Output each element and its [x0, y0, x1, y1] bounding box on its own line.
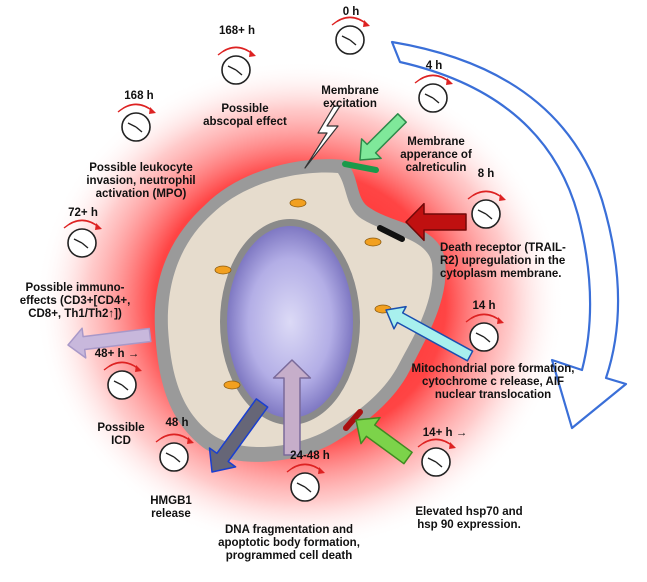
time-label: 48+ h →	[94, 348, 140, 360]
clock-icon	[414, 74, 453, 113]
immuno-effects-arrow	[67, 327, 152, 359]
dna-fragmentation-arrow	[272, 359, 312, 456]
event-description-line: Membrane	[407, 136, 465, 148]
time-label: 14+ h →	[422, 427, 468, 439]
process-arrows	[67, 113, 474, 473]
clocks	[63, 16, 506, 502]
event-description-line: Possible	[97, 422, 145, 434]
calreticulin-marker	[342, 161, 379, 173]
event-description-line: DNA fragmentation and	[225, 524, 353, 536]
event-description-line: cytochrome c release, AIF	[421, 376, 565, 388]
vesicle	[364, 237, 382, 247]
event-description-line: Possible immuno-	[25, 282, 125, 294]
event-description-line: apoptotic body formation,	[218, 537, 360, 549]
lightning-bolt-icon	[304, 105, 341, 169]
trail-receptor-arrow	[405, 202, 467, 242]
event-description-line: R2) upregulation in the	[440, 255, 566, 267]
event-description-line: Possible leukocyte	[89, 162, 193, 174]
clock-icon	[417, 438, 456, 477]
vesicles	[214, 198, 392, 390]
event-description-line: CD8+, Th1/Th2↑])	[28, 308, 122, 320]
nucleus	[227, 226, 353, 418]
time-label: 8 h	[477, 168, 495, 180]
event-description-line: Death receptor (TRAIL-	[440, 242, 566, 254]
clock-icon	[117, 103, 156, 142]
event-description-line: Possible	[221, 103, 269, 115]
time-label: 48 h	[165, 417, 189, 429]
event-description-line: effects (CD3+[CD4+,	[19, 295, 131, 307]
vesicle	[214, 265, 232, 275]
event-description-line: excitation	[323, 98, 377, 110]
time-label: 168 h	[124, 90, 154, 102]
event-description-line: cytoplasm membrane.	[440, 268, 562, 280]
time-label: 168+ h	[218, 25, 256, 37]
trail-receptor-marker	[377, 225, 405, 242]
vesicle	[223, 380, 241, 390]
mitochondrial-arrow	[385, 305, 474, 362]
event-description: Mitochondrial pore formation,cytochrome …	[388, 363, 598, 402]
calreticulin-arrow	[359, 113, 407, 161]
clock-icon	[467, 190, 506, 229]
event-description: Possible immuno-effects (CD3+[CD4+,CD8+,…	[0, 282, 150, 321]
time-label: 0 h	[342, 6, 360, 18]
clock-icon	[103, 361, 142, 400]
clock-icon	[155, 433, 194, 472]
clock-icon	[331, 16, 370, 55]
event-description-line: nuclear translocation	[434, 389, 552, 401]
hsp-arrow	[355, 416, 413, 465]
clock-icon	[286, 463, 325, 502]
event-description-line: Elevated hsp70 and	[415, 506, 523, 518]
event-description-line: ICD	[111, 435, 131, 447]
event-description-line: invasion, neutrophil	[86, 175, 196, 187]
time-label: 4 h	[425, 60, 443, 72]
event-description-line: abscopal effect	[203, 116, 287, 128]
time-label: 14 h	[472, 300, 496, 312]
event-description-line: programmed cell death	[225, 550, 353, 562]
event-description-line: HMGB1	[150, 495, 192, 507]
event-description-line: apperance of	[400, 149, 472, 161]
event-description-line: release	[151, 508, 191, 520]
event-description-line: Mitochondrial pore formation,	[411, 363, 575, 375]
time-label: 24-48 h	[290, 450, 330, 462]
event-description: Death receptor (TRAIL-R2) upregulation i…	[440, 242, 590, 281]
event-description-line: activation (MPO)	[95, 188, 187, 200]
hmgb1-arrow	[208, 398, 269, 473]
event-description-line: Membrane	[321, 85, 379, 97]
event-description-line: hsp 90 expression.	[417, 519, 521, 531]
clock-icon	[465, 313, 504, 352]
event-description-line: calreticulin	[405, 162, 467, 174]
clock-icon	[217, 46, 256, 85]
time-label: 72+ h	[68, 207, 98, 219]
vesicle	[289, 198, 307, 208]
clock-icon	[63, 219, 102, 258]
timeline-arrow-icon	[390, 40, 628, 430]
hsp-marker	[343, 409, 363, 431]
